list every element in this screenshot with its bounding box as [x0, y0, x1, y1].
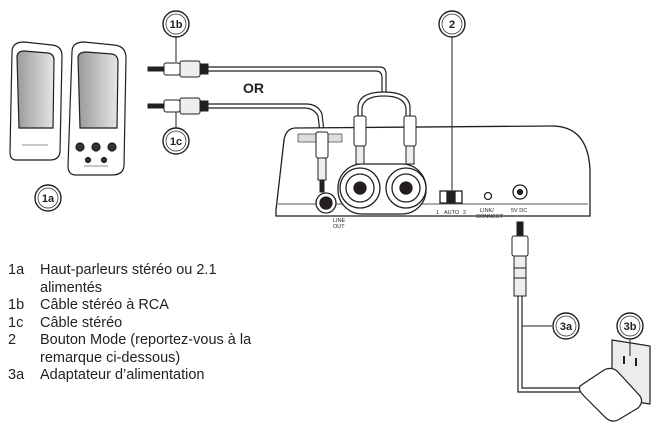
legend-code: 1a	[8, 262, 25, 278]
callout-1c-label: 1c	[170, 136, 182, 148]
callout-leaders	[175, 36, 631, 356]
legend-code: 1b	[8, 297, 25, 313]
switch-label-auto: AUTO	[444, 210, 460, 216]
line-out-label-1: LINE	[333, 218, 346, 224]
rca-plugs	[353, 115, 417, 165]
legend-line: Câble stéréo	[40, 314, 123, 331]
callout-1a: 1a	[34, 184, 62, 212]
callout-1a-label: 1a	[42, 193, 55, 205]
legend-description: Adaptateur d’alimentation	[40, 367, 308, 385]
left-speaker	[9, 41, 63, 161]
power-cable	[521, 296, 580, 389]
cable-1b	[206, 66, 387, 92]
callout-3a: 3a	[552, 312, 580, 340]
legend-line: Bouton Mode (reportez-vous à la	[40, 332, 252, 348]
legend-code: 3a	[8, 367, 25, 383]
switch-label-1: 1	[436, 210, 439, 216]
line-out-plug	[315, 131, 329, 193]
power-adapter	[578, 339, 651, 422]
link-label-1: LINK/	[480, 208, 494, 214]
legend-line: Haut-parleurs stéréo ou 2.1	[40, 262, 217, 278]
callout-3a-label: 3a	[560, 321, 573, 333]
line-out-label-2: OUT	[333, 224, 345, 230]
callout-3b: 3b	[616, 312, 644, 340]
panel-labels: LINE OUT 1 AUTO 2 LINK/ CONNECT 5V DC	[333, 208, 527, 230]
power-plug	[511, 221, 529, 297]
callout-2-label: 2	[449, 19, 455, 31]
legend-line: alimentés	[40, 279, 103, 296]
plug-1b	[147, 60, 209, 78]
callout-2: 2	[438, 10, 466, 38]
link-label-2: CONNECT	[476, 214, 504, 220]
legend-description: Câble stéréo	[40, 315, 308, 333]
legend-item-1c: 1c Câble stéréo	[8, 315, 308, 333]
cables	[206, 66, 580, 393]
legend-line: Câble stéréo à RCA	[40, 297, 169, 313]
cable-1c	[206, 103, 325, 133]
dc-label: 5V DC	[511, 208, 527, 214]
callout-1c: 1c	[162, 127, 190, 155]
or-label: OR	[243, 80, 264, 96]
speakers-illustration	[9, 41, 127, 176]
legend-code: 1c	[8, 314, 24, 331]
legend-item-3a: 3a Adaptateur d’alimentation	[8, 367, 308, 385]
plug-1c	[147, 97, 209, 115]
legend-description: Câble stéréo à RCA	[40, 297, 308, 315]
callout-1b: 1b	[162, 10, 190, 38]
callout-1b-label: 1b	[170, 19, 183, 31]
right-speaker	[67, 41, 127, 176]
legend-code: 2	[8, 332, 17, 348]
adapter-base-unit	[275, 125, 591, 217]
legend-line: remarque ci-dessous)	[40, 349, 181, 366]
callout-3b-label: 3b	[624, 321, 637, 333]
switch-label-2: 2	[463, 210, 466, 216]
legend-line: Adaptateur d’alimentation	[40, 367, 205, 383]
legend-item-1b: 1b Câble stéréo à RCA	[8, 297, 308, 315]
